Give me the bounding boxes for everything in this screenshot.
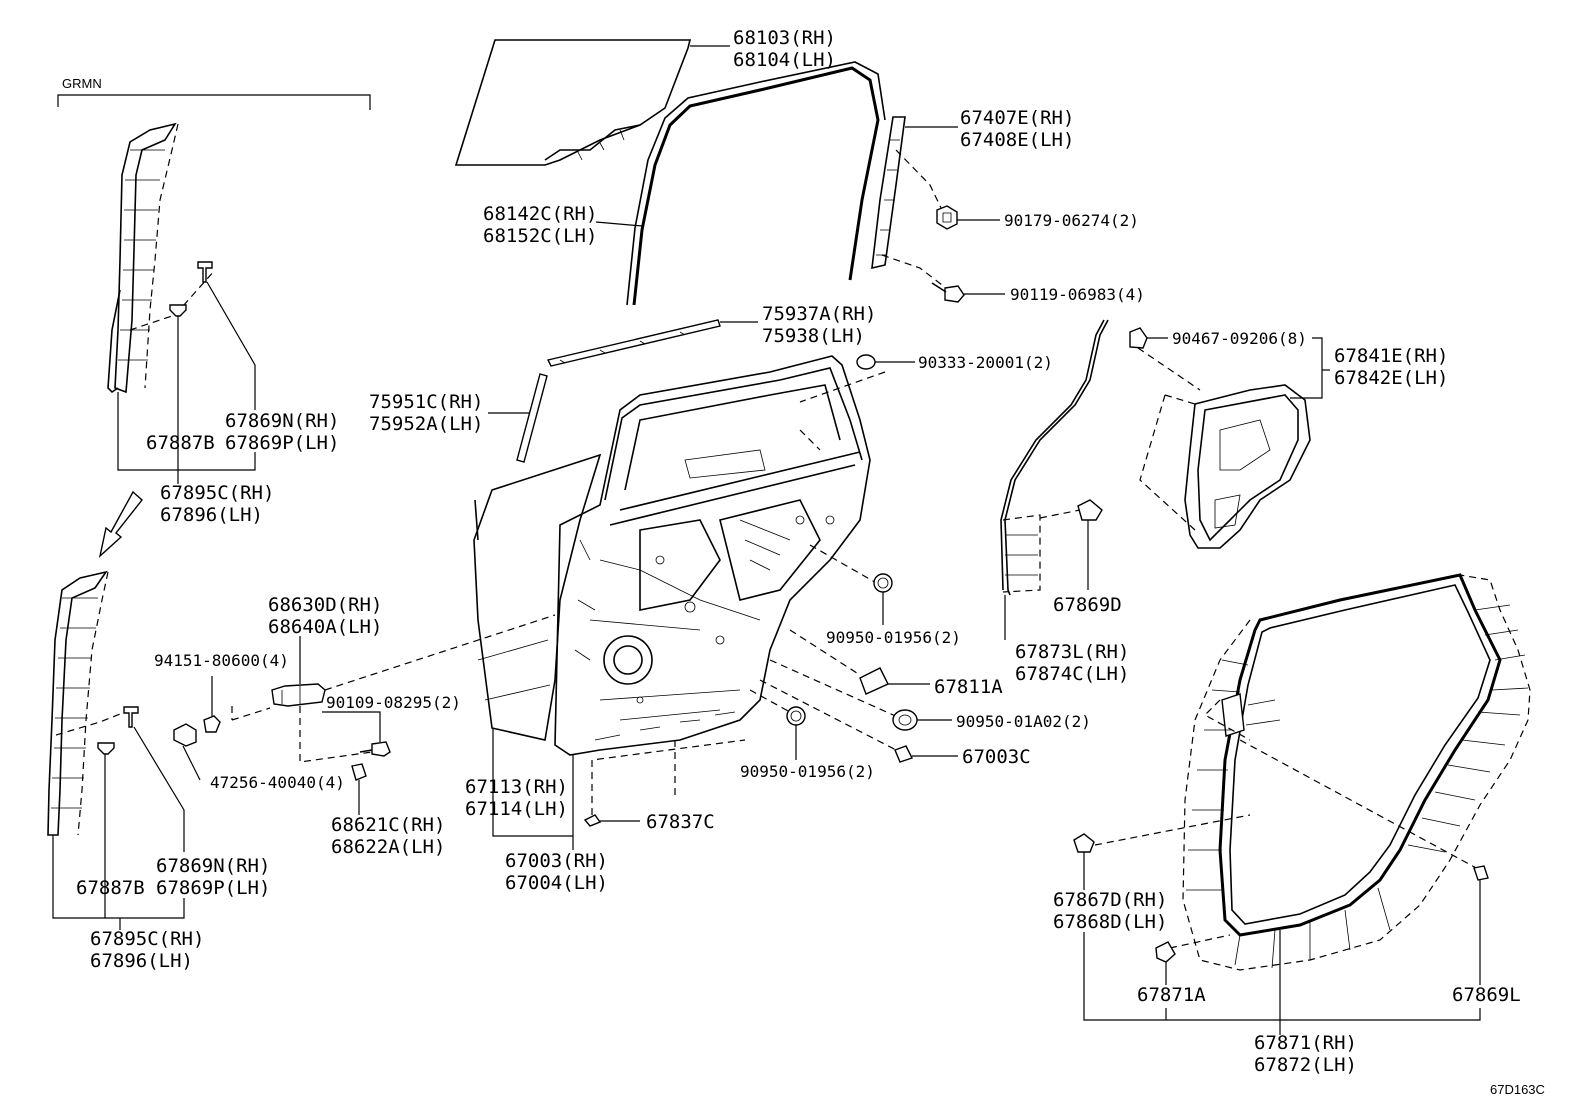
label-ws-clip-lh: 67868D(LH) <box>1053 911 1167 933</box>
striker-part <box>351 763 367 815</box>
bolt-90109-part <box>322 711 391 757</box>
grmn-label: GRMN <box>62 76 102 91</box>
label-bottom-clip-lh: 67869P(LH) <box>156 877 270 899</box>
clip-67837c-part <box>583 739 746 827</box>
grmn-group-bracket: GRMN <box>57 76 371 110</box>
bolt-47256-part <box>173 723 201 781</box>
label-top-clip-lh: 67869P(LH) <box>225 432 339 454</box>
labels: 68103(RH) 68104(LH) 67407E(RH) 67408E(LH… <box>76 27 1545 1097</box>
label-clip-67837c: 67837C <box>646 811 715 833</box>
arrow-indicator <box>98 490 143 558</box>
label-belt-ws-rh: 75937A(RH) <box>762 303 876 325</box>
handle-part <box>231 614 556 763</box>
plug-90950-right-part <box>873 573 893 625</box>
label-run-channel-lh: 68152C(LH) <box>483 225 597 247</box>
label-bolt-47256: 47256-40040(4) <box>210 773 345 792</box>
label-pad-67811a: 67811A <box>934 676 1003 698</box>
label-cover-rh: 67841E(RH) <box>1334 345 1448 367</box>
service-hole-cover-part <box>1129 327 1330 549</box>
bottom-weatherstrip-part <box>47 570 185 930</box>
label-bottom-ws-rh: 67895C(RH) <box>90 928 204 950</box>
label-ws-clip-rh: 67867D(RH) <box>1053 889 1167 911</box>
label-bolt-a: 90119-06983(4) <box>1010 285 1145 304</box>
label-door-ws-lh: 67872(LH) <box>1254 1054 1357 1076</box>
label-door-panel-lh: 67114(LH) <box>465 798 568 820</box>
plug-90333-part <box>799 354 915 403</box>
label-clip-67869l: 67869L <box>1452 984 1521 1006</box>
label-opening-trim-rh: 67873L(RH) <box>1015 641 1129 663</box>
label-bottom-clip-rh: 67869N(RH) <box>156 855 270 877</box>
label-clip-67871a: 67871A <box>1137 984 1206 1006</box>
label-glass-lh: 68104(LH) <box>733 49 836 71</box>
label-run-channel-rh: 68142C(RH) <box>483 203 597 225</box>
label-clip-67869d: 67869D <box>1053 594 1122 616</box>
door-weatherstrip-part <box>1073 573 1531 1035</box>
plug-90950-bottom-part <box>786 706 806 760</box>
label-plug-a02: 90950-01A02(2) <box>956 712 1091 731</box>
label-center-frame-lh: 67408E(LH) <box>960 129 1074 151</box>
label-handle-lh: 68640A(LH) <box>268 616 382 638</box>
diagram-code: 67D163C <box>1490 1082 1545 1097</box>
bolt-94151-part <box>203 676 221 733</box>
label-handle-rh: 68630D(RH) <box>268 594 382 616</box>
label-striker-lh: 68622A(LH) <box>331 836 445 858</box>
bolt-part <box>931 282 1005 303</box>
run-channel-part <box>595 61 886 306</box>
label-top-clip-67887: 67887B <box>146 432 215 454</box>
belt-weatherstrip-part <box>546 319 758 367</box>
belt-molding-part <box>488 373 548 463</box>
label-plug-bottom: 90950-01956(2) <box>740 762 875 781</box>
label-opening-trim-lh: 67874C(LH) <box>1015 663 1129 685</box>
label-top-ws-rh: 67895C(RH) <box>160 482 274 504</box>
label-belt-molding-lh: 75952A(LH) <box>369 413 483 435</box>
plug-90950-a02-part <box>892 709 952 731</box>
door-glass-part <box>454 39 730 166</box>
label-door-assy-lh: 67004(LH) <box>505 872 608 894</box>
label-bottom-ws-lh: 67896(LH) <box>90 950 193 972</box>
label-plug-right: 90950-01956(2) <box>826 628 961 647</box>
label-belt-molding-rh: 75951C(RH) <box>369 391 483 413</box>
nut-part <box>936 205 1000 230</box>
door-shell-part <box>473 355 901 756</box>
label-cushion-67003c: 67003C <box>962 746 1031 768</box>
label-bolt-90109: 90109-08295(2) <box>326 693 461 712</box>
cushion-67003c-part <box>894 745 958 763</box>
label-door-ws-rh: 67871(RH) <box>1254 1032 1357 1054</box>
label-top-ws-lh: 67896(LH) <box>160 504 263 526</box>
label-door-panel-rh: 67113(RH) <box>465 776 568 798</box>
label-belt-ws-lh: 75938(LH) <box>762 325 865 347</box>
label-cover-lh: 67842E(LH) <box>1334 367 1448 389</box>
label-striker-rh: 68621C(RH) <box>331 814 445 836</box>
label-clip-90467: 90467-09206(8) <box>1172 329 1307 348</box>
door-panel-leader <box>492 728 574 850</box>
label-nut-a: 90179-06274(2) <box>1004 211 1139 230</box>
label-bolt-94151: 94151-80600(4) <box>154 651 289 670</box>
top-weatherstrip-part <box>107 122 256 484</box>
pad-67811a-part <box>859 667 930 695</box>
label-bottom-clip-67887: 67887B <box>76 877 145 899</box>
label-top-clip-rh: 67869N(RH) <box>225 410 339 432</box>
label-center-frame-rh: 67407E(RH) <box>960 107 1074 129</box>
opening-trim-part <box>1000 319 1109 640</box>
label-glass-rh: 68103(RH) <box>733 27 836 49</box>
center-frame-part <box>871 116 958 286</box>
label-door-assy-rh: 67003(RH) <box>505 850 608 872</box>
label-plug-a: 90333-20001(2) <box>918 353 1053 372</box>
